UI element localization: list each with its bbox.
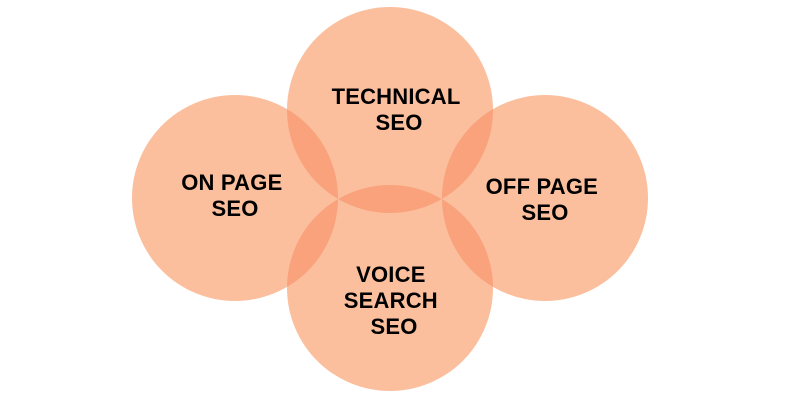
technical-seo-label: TECHNICAL SEO [332,84,467,135]
off-page-seo-label: OFF PAGE SEO [486,174,605,225]
voice-search-seo-circle [287,185,493,391]
technical-seo-circle [287,7,493,213]
on-page-seo-label: ON PAGE SEO [181,170,289,221]
on-page-seo-circle [132,95,338,301]
off-page-seo-circle [442,95,648,301]
voice-search-seo-label: VOICE SEARCH SEO [344,262,444,339]
